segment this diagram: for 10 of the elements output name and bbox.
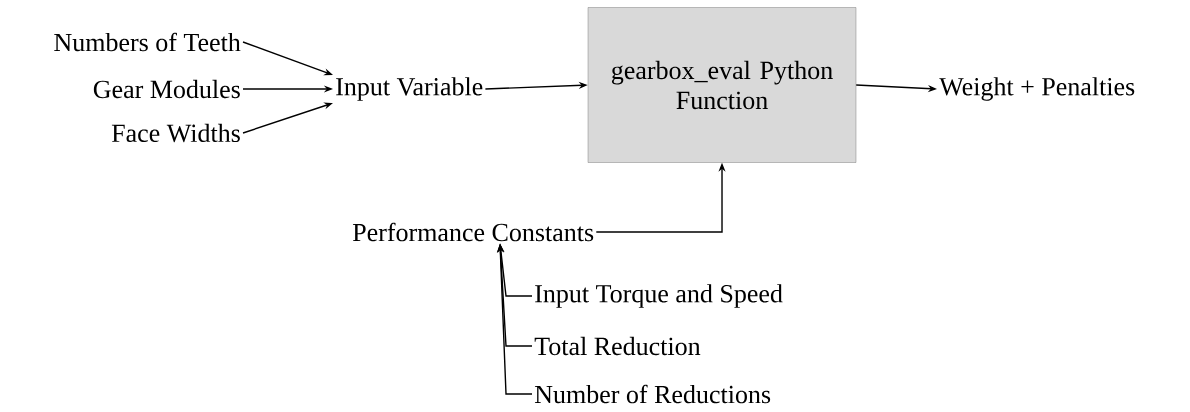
label-text: Input Variable <box>336 77 483 101</box>
label-text: Weight + Penalties <box>939 77 1135 101</box>
label-text: Numbers of Teeth <box>54 32 241 52</box>
label-text: Gear Modules <box>93 79 240 99</box>
label-text: Total Reduction <box>534 336 701 356</box>
label-text: Face Widths <box>111 123 240 143</box>
label-text: Number of Reductions <box>534 384 771 404</box>
label-text: Performance Constants <box>352 222 594 242</box>
function-box: gearbox_eval Python Function <box>587 7 857 163</box>
label-text: Input Torque and Speed <box>535 284 783 308</box>
